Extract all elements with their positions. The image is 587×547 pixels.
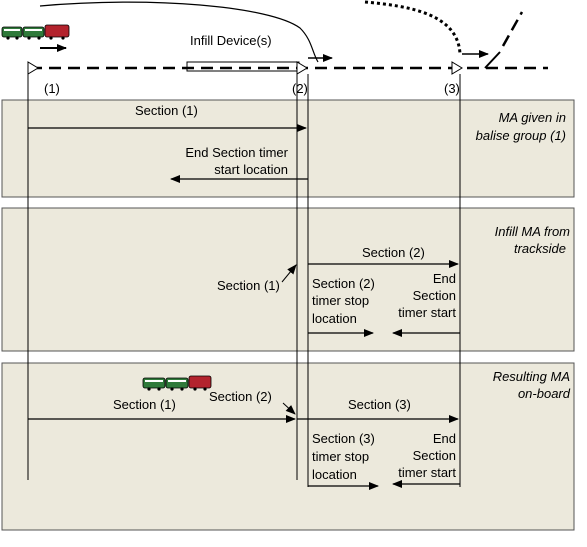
marker-label-1: (1): [44, 81, 60, 96]
panel2-stop-line2: timer stop: [312, 293, 369, 308]
panel2-section1-label: Section (1): [217, 278, 280, 293]
panel2-stop-line1: Section (2): [312, 276, 375, 291]
panel2-title-line2: trackside: [514, 241, 566, 256]
panel1-timer-label-line1: End Section timer: [185, 145, 288, 160]
panel-balise-group: [1, 99, 575, 198]
panel3-title-line1: Resulting MA: [493, 369, 570, 384]
panel1-title-line2: balise group (1): [476, 128, 566, 143]
panel2-end-line3: timer start: [398, 305, 456, 320]
balise-marker-1: [27, 61, 39, 75]
panel1-timer-label-line2: start location: [214, 162, 288, 177]
balise-marker-2: [296, 61, 308, 75]
panel-resulting-ma: [1, 362, 575, 531]
panel2-section2-label: Section (2): [362, 245, 425, 260]
panel2-end-line1: End: [433, 271, 456, 286]
infill-signal-curve: [39, 1, 319, 63]
panel3-end-line3: timer start: [398, 465, 456, 480]
infill-signal-curve-dotted: [364, 0, 462, 55]
panel2-title-line1: Infill MA from: [495, 224, 571, 239]
marker-label-3: (3): [444, 81, 460, 96]
panel3-section3-label: Section (3): [348, 397, 411, 412]
panel-infill-ma: [1, 207, 575, 352]
panel3-stop-line1: Section (3): [312, 431, 375, 446]
panel1-section1-label: Section (1): [135, 103, 198, 118]
infill-device-label: Infill Device(s): [190, 33, 272, 48]
panel3-end-line2: Section: [413, 448, 456, 463]
panel2-section1-pointer: [281, 264, 297, 283]
panel3-end-line1: End: [433, 431, 456, 446]
panel2-end-line2: Section: [413, 288, 456, 303]
panel1-title-line1: MA given in: [499, 110, 566, 125]
track-end-dash: [501, 11, 524, 47]
marker-label-2: (2): [292, 81, 308, 96]
panel3-section2-pointer: [282, 402, 296, 415]
panel3-train: [142, 375, 212, 391]
panel3-stop-line2: timer stop: [312, 449, 369, 464]
top-train: [1, 24, 70, 40]
panel3-section2-label: Section (2): [209, 389, 272, 404]
balise-marker-3: [451, 61, 463, 75]
panel3-title-line2: on-board: [518, 386, 571, 401]
panel3-section1-label: Section (1): [113, 397, 176, 412]
infill-device-box: [186, 61, 300, 72]
panel3-stop-line3: location: [312, 467, 357, 482]
track-end-line: [484, 51, 501, 69]
panel2-stop-line3: location: [312, 311, 357, 326]
